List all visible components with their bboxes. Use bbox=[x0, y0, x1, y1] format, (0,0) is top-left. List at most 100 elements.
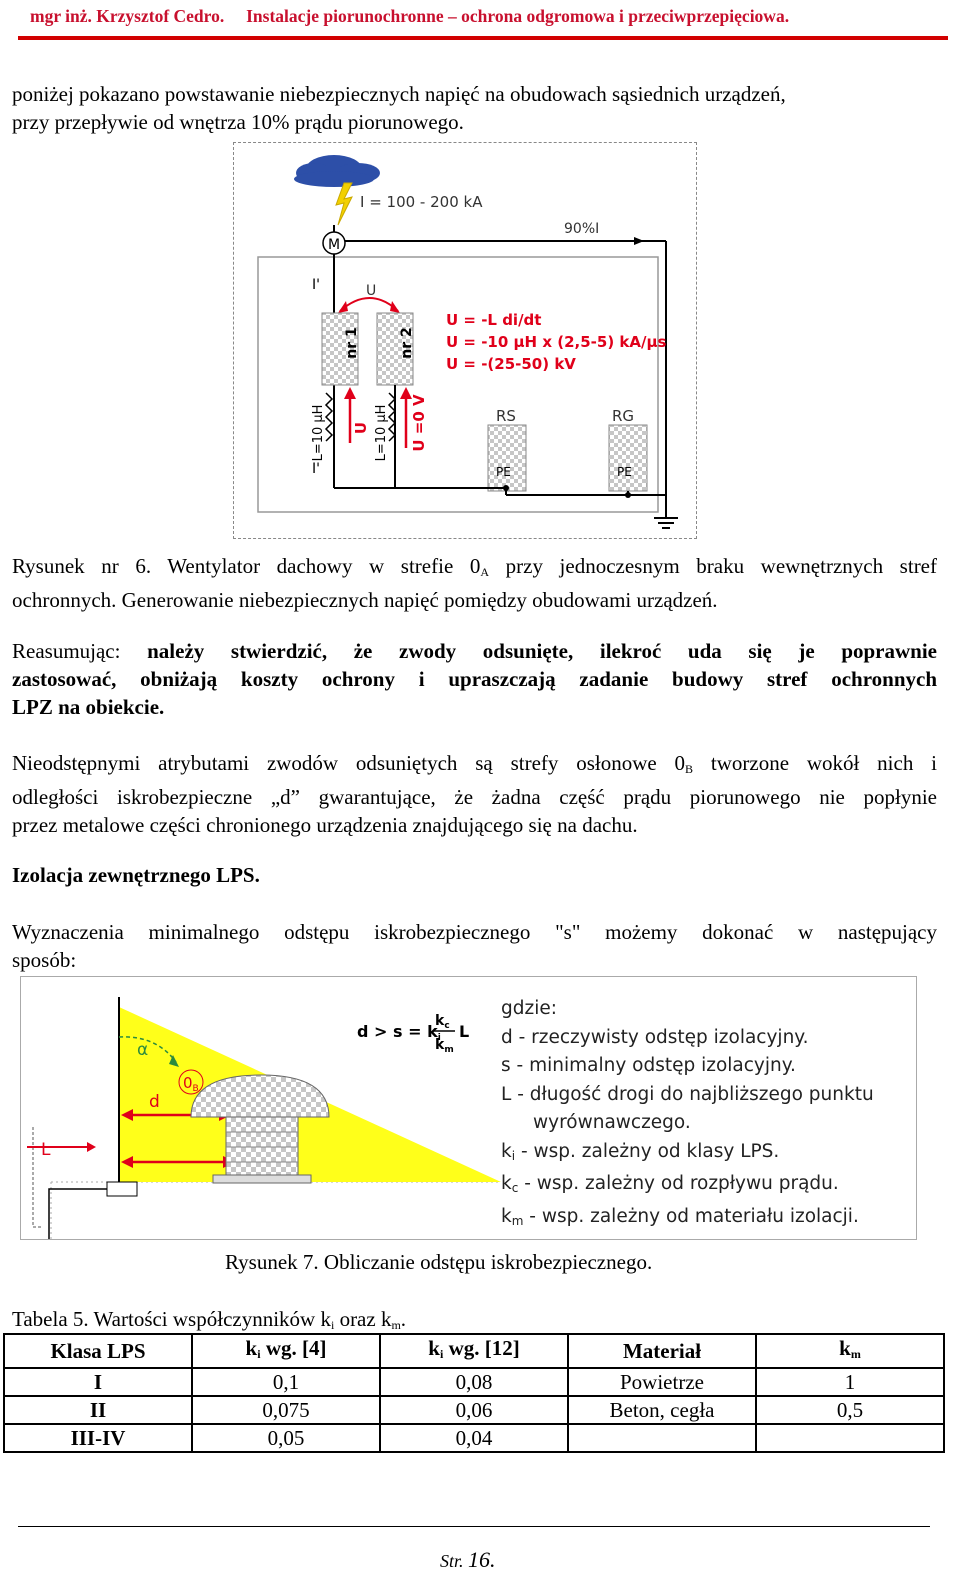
figure-2-legend: gdzie: d - rzeczywisty odstęp izolacyjny… bbox=[501, 995, 874, 1235]
cell-ki12: 0,06 bbox=[379, 1395, 569, 1425]
summary-line-1: Reasumując: należy stwierdzić, że zwody … bbox=[12, 639, 938, 663]
formula-L: L bbox=[459, 1022, 469, 1041]
building-outline bbox=[257, 256, 659, 513]
alpha-label: α bbox=[137, 1040, 148, 1060]
method-paragraph: Wyznaczenia minimalnego odstępu iskrobez… bbox=[12, 918, 937, 974]
header-ki-4: ki wg. [4] bbox=[191, 1333, 381, 1369]
lightning-bolt-icon bbox=[335, 182, 353, 226]
header-km: km bbox=[755, 1333, 945, 1369]
rg-cabinet bbox=[608, 424, 648, 492]
device-1-box bbox=[321, 312, 359, 386]
inductance-1-label: L=10 μH bbox=[311, 405, 326, 462]
inductance-2-label: L=10 μH bbox=[374, 405, 389, 462]
roof-fan-cap bbox=[190, 1074, 330, 1118]
table-row: I 0,1 0,08 Powietrze 1 bbox=[3, 1367, 945, 1397]
cell-ki12: 0,04 bbox=[379, 1423, 569, 1453]
page-header: mgr inż. Krzysztof Cedro. Instalacje pio… bbox=[0, 0, 960, 42]
voltage-arc bbox=[339, 297, 399, 312]
device-2-label: nr 2 bbox=[399, 327, 415, 359]
current-out-label: I' bbox=[312, 461, 320, 477]
caption-1-line-1: Rysunek nr 6. Wentylator dachowy w stref… bbox=[12, 554, 937, 579]
device-2-box bbox=[376, 312, 414, 386]
method-line-2: sposób: bbox=[12, 948, 77, 972]
intro-line-1: poniżej pokazano powstawanie niebezpiecz… bbox=[12, 82, 786, 106]
rs-cabinet bbox=[487, 424, 527, 492]
header-text: mgr inż. Krzysztof Cedro. Instalacje pio… bbox=[30, 6, 790, 26]
cell-ki4: 0,075 bbox=[191, 1395, 381, 1425]
zone-label: 0B bbox=[183, 1074, 199, 1094]
figure-1-svg: M I = 100 - 200 kA 90%I I' I' U nr 1 nr … bbox=[257, 155, 678, 529]
figure-2-svg: α 0B d L d > s = ki kc km L bbox=[27, 997, 501, 1239]
footer-rule bbox=[18, 1526, 930, 1527]
figure-1-caption: Rysunek nr 6. Wentylator dachowy w stref… bbox=[12, 552, 937, 614]
cell-material bbox=[567, 1423, 757, 1453]
legend-title: gdzie: bbox=[501, 998, 557, 1019]
summary-paragraph: Reasumując: należy stwierdzić, że zwody … bbox=[12, 637, 937, 721]
voltage-label: U bbox=[366, 283, 376, 299]
cell-material: Beton, cegła bbox=[567, 1395, 757, 1425]
roof-fan-body bbox=[225, 1116, 299, 1176]
lightning-current-label: I = 100 - 200 kA bbox=[360, 193, 483, 211]
coefficients-table: Klasa LPS ki wg. [4] ki wg. [12] Materia… bbox=[3, 1333, 945, 1453]
cell-klasa: II bbox=[3, 1395, 193, 1425]
rs-label: RS bbox=[496, 407, 516, 425]
formula-denominator: km bbox=[435, 1037, 454, 1055]
formula-2: U = -10 μH x (2,5-5) kA/μs bbox=[446, 333, 666, 351]
device-1-label: nr 1 bbox=[344, 327, 360, 359]
current-in-label: I' bbox=[312, 277, 320, 293]
table-header-row: Klasa LPS ki wg. [4] ki wg. [12] Materia… bbox=[3, 1333, 945, 1369]
attributes-paragraph: Nieodstępnymi atrybutami zwodów odsunięt… bbox=[12, 749, 937, 839]
figure-isolation-distance: α 0B d L d > s = ki kc km L gdzi bbox=[20, 976, 917, 1240]
ui-label: U bbox=[352, 422, 370, 434]
L-label: L bbox=[41, 1140, 51, 1160]
legend-line-L: L - długość drogi do najbliższego punktu bbox=[501, 1083, 874, 1105]
summary-line-3: LPZ na obiekcie. bbox=[12, 695, 165, 719]
cell-km: 0,5 bbox=[755, 1395, 945, 1425]
d-label: d bbox=[149, 1092, 160, 1112]
legend-line-d: d - rzeczywisty odstęp izolacyjny. bbox=[501, 1026, 809, 1048]
method-line-1: Wyznaczenia minimalnego odstępu iskrobez… bbox=[12, 920, 937, 944]
attributes-line-2: odległości iskrobezpieczne „d” gwarantuj… bbox=[12, 785, 937, 809]
pe-label-2: PE bbox=[617, 465, 632, 479]
legend-line-L-cont: wyrównawczego. bbox=[533, 1112, 691, 1133]
cell-ki12: 0,08 bbox=[379, 1367, 569, 1397]
table-row: II 0,075 0,06 Beton, cegła 0,5 bbox=[3, 1395, 945, 1425]
legend-line-kc: kc - wsp. zależny od rozpływu prądu. bbox=[501, 1173, 839, 1195]
figure-lightning-voltage-diagram: M I = 100 - 200 kA 90%I I' I' U nr 1 nr … bbox=[233, 142, 697, 539]
cell-material: Powietrze bbox=[567, 1367, 757, 1397]
legend-line-km: km - wsp. zależny od materiału izolacji. bbox=[501, 1205, 859, 1228]
table-row: III-IV 0,05 0,04 bbox=[3, 1423, 945, 1453]
attributes-line-3: przez metalowe części chronionego urządz… bbox=[12, 813, 638, 837]
formula-1: U = -L di/dt bbox=[446, 311, 541, 329]
cell-ki4: 0,05 bbox=[191, 1423, 381, 1453]
meter-label: M bbox=[328, 237, 340, 253]
table-caption: Tabela 5. Wartości współczynników ki ora… bbox=[12, 1307, 407, 1332]
cell-km bbox=[755, 1423, 945, 1453]
formula-3: U = -(25-50) kV bbox=[446, 355, 576, 373]
header-rule bbox=[18, 36, 948, 40]
summary-line-2: zastosować, obniżają koszty ochrony i up… bbox=[12, 667, 937, 691]
header-ki-12: ki wg. [12] bbox=[379, 1333, 569, 1369]
cloud-icon bbox=[294, 155, 380, 187]
cell-km: 1 bbox=[755, 1367, 945, 1397]
formula-numerator: kc bbox=[435, 1013, 450, 1031]
branch-current-label: 90%I bbox=[564, 221, 599, 237]
cell-ki4: 0,1 bbox=[191, 1367, 381, 1397]
caption-1-line-2: ochronnych. Generowanie niebezpiecznych … bbox=[12, 588, 718, 612]
header-klasa: Klasa LPS bbox=[3, 1333, 193, 1369]
cell-klasa: I bbox=[3, 1367, 193, 1397]
rg-label: RG bbox=[612, 407, 634, 425]
earth-ground-icon bbox=[654, 517, 678, 529]
u-zero-label: U =0 V bbox=[410, 394, 428, 452]
pe-label-1: PE bbox=[496, 465, 511, 479]
meter-icon bbox=[322, 231, 346, 255]
intro-paragraph: poniżej pokazano powstawanie niebezpiecz… bbox=[12, 80, 937, 136]
header-material: Materiał bbox=[567, 1333, 757, 1369]
figure-2-caption: Rysunek 7. Obliczanie odstępu iskrobezpi… bbox=[225, 1250, 653, 1274]
legend-line-s: s - minimalny odstęp izolacyjny. bbox=[501, 1055, 796, 1076]
formula-left: d > s = ki bbox=[357, 1022, 441, 1043]
intro-line-2: przy przepływie od wnętrza 10% prądu pio… bbox=[12, 110, 464, 134]
section-heading: Izolacja zewnętrznego LPS. bbox=[12, 863, 260, 887]
legend-line-ki: ki - wsp. zależny od klasy LPS. bbox=[501, 1140, 780, 1163]
cell-klasa: III-IV bbox=[3, 1423, 193, 1453]
